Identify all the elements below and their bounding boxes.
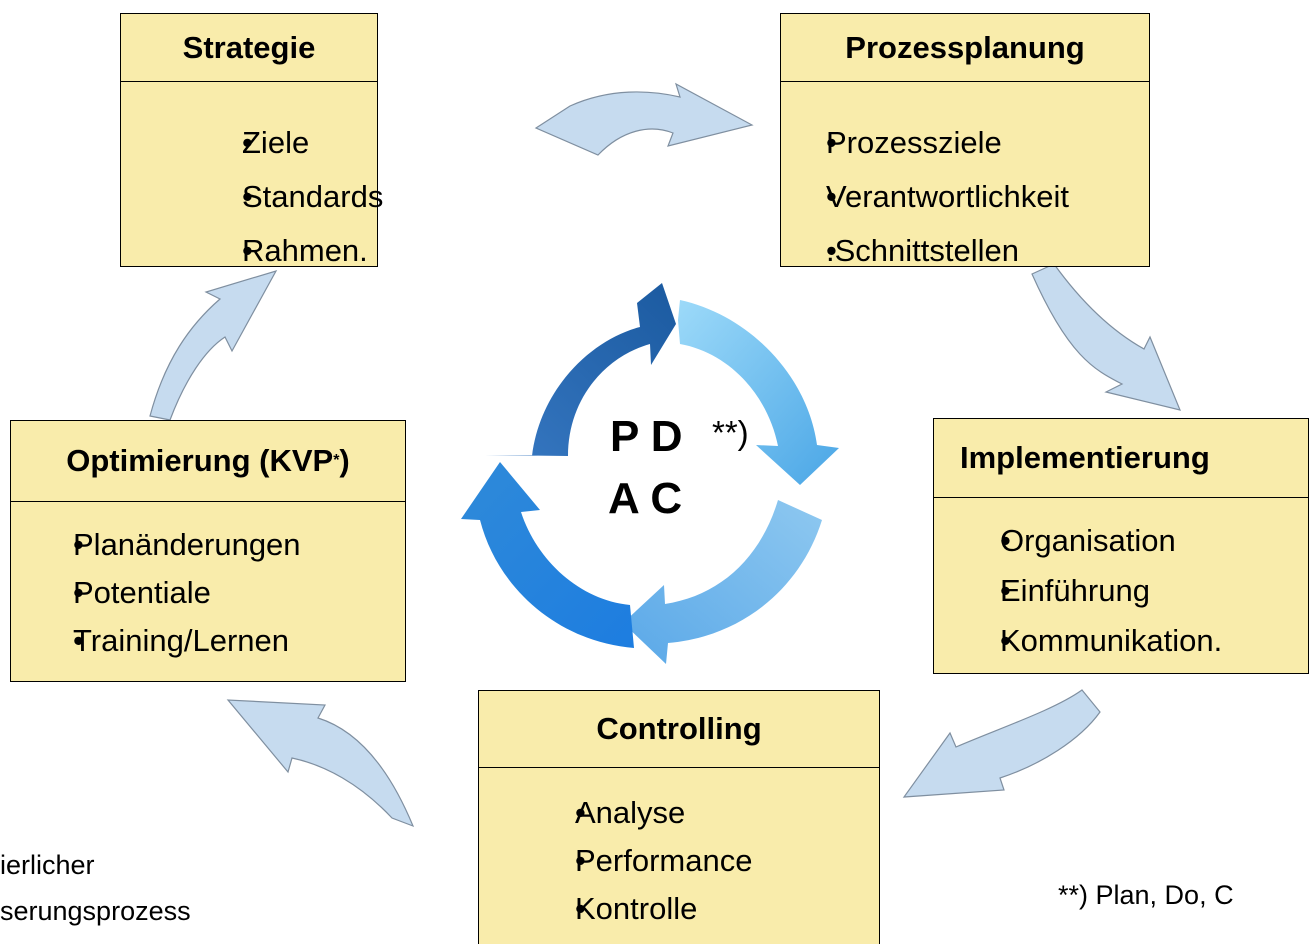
arrow-prozessplanung-to-implementierung [1031,263,1182,411]
arrow-implementierung-to-controlling [902,689,1101,798]
optimierung-item: Training/Lernen [29,617,301,665]
cycle-arrow-top-right [678,300,839,485]
optimierung-list: Planänderungen Potentiale Training/Lerne… [29,521,301,665]
controlling-list: Analyse Performance Kontrolle [529,789,752,933]
cycle-arrow-top-left [485,283,676,456]
optimierung-item: Planänderungen [29,521,301,569]
strategie-item: Ziele [197,116,383,170]
arrow-controlling-to-optimierung [226,699,415,828]
prozessplanung-list: Prozessziele Verantwortlichkeit .Schnitt… [783,116,1069,278]
controlling-box: Controlling Analyse Performance Kontroll… [478,690,880,944]
prozessplanung-title: Prozessplanung [781,14,1149,82]
controlling-item: Kontrolle [529,885,752,933]
prozessplanung-item: .Schnittstellen [783,224,1069,278]
optimierung-title-end: ) [339,443,350,478]
optimierung-title-sup: * [333,452,340,469]
implementierung-title: Implementierung [934,419,1308,498]
implementierung-item: Kommunikation. [956,616,1222,666]
strategie-box: Strategie Ziele Standards Rahmen. [120,13,383,278]
strategie-item: Standards [197,170,383,224]
footnote-kvp-line-2: serungsprozess [0,896,191,926]
pdca-cycle-icon [461,283,839,664]
optimierung-title: Optimierung (KVP*) [11,421,405,502]
strategie-title: Strategie [121,14,377,82]
footnote-pdca: **) Plan, Do, C [1058,880,1234,910]
controlling-title: Controlling [479,691,879,768]
optimierung-box: Optimierung (KVP*) Planänderungen Potent… [10,420,406,682]
arrow-strategie-to-prozessplanung [534,82,754,156]
footnote-kvp-line-1: ierlicher [0,850,95,880]
implementierung-item: Organisation [956,516,1222,566]
pdca-note-marker: **) [712,414,749,451]
implementierung-list: Organisation Einführung Kommunikation. [956,516,1222,666]
optimierung-title-main: Optimierung (KVP [66,443,334,478]
strategie-list: Ziele Standards Rahmen. [197,116,383,278]
pdca-line-2: A C [608,474,683,523]
prozessplanung-box: Prozessplanung Prozessziele Verantwortli… [780,13,1150,278]
cycle-arrow-bottom-right [623,500,822,664]
prozessplanung-item: Verantwortlichkeit [783,170,1069,224]
prozessplanung-item: Prozessziele [783,116,1069,170]
controlling-item: Analyse [529,789,752,837]
optimierung-item: Potentiale [29,569,301,617]
arrow-optimierung-to-strategie [149,270,278,421]
pdca-line-1: P D [610,412,683,462]
strategie-item: Rahmen. [197,224,383,278]
implementierung-item: Einführung [956,566,1222,616]
pdca-pd: P D [610,412,683,461]
controlling-item: Performance [529,837,752,885]
implementierung-box: Implementierung Organisation Einführung … [933,418,1309,674]
cycle-arrow-bottom-left [461,462,634,648]
